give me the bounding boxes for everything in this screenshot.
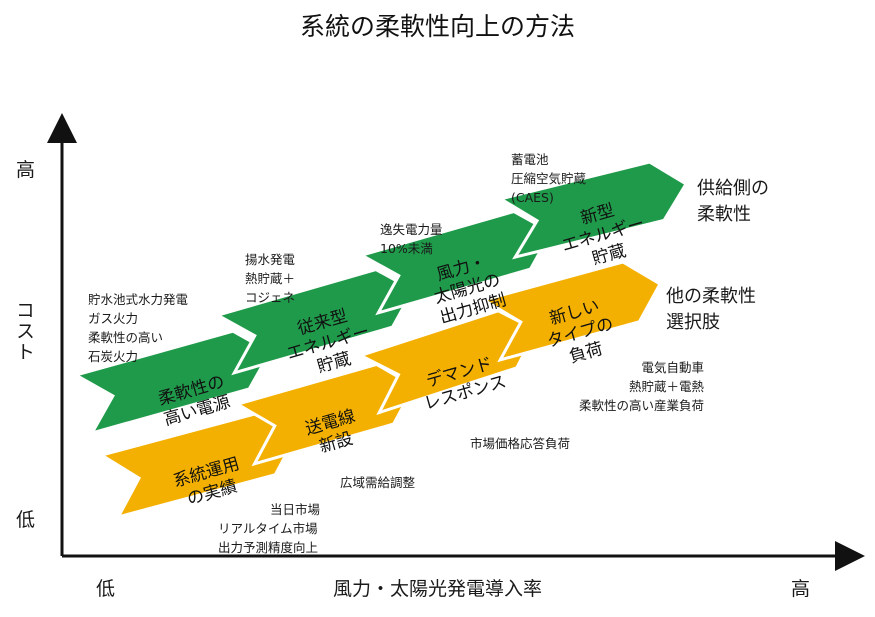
note-transmission: 広域需給調整 <box>340 475 416 490</box>
note-demand-response: 市場価格応答負荷 <box>470 436 571 451</box>
note-flexible-power: 貯水池式水力発電 ガス火力 柔軟性の高い 石炭火力 <box>88 292 189 364</box>
other-flexibility-arrows <box>97 260 663 520</box>
x-high-label: 高 <box>791 578 811 600</box>
note-grid-operation: 当日市場 リアルタイム市場 出力予測精度向上 <box>218 502 321 555</box>
chevron-conventional-storage <box>213 267 416 376</box>
note-new-loads: 電気自動車 熱貯蔵＋電熱 柔軟性の高い産業負荷 <box>578 360 704 413</box>
x-low-label: 低 <box>96 578 116 600</box>
chevron-flexible-power <box>72 329 273 436</box>
chevron-new-loads <box>479 260 663 363</box>
note-conventional-storage: 揚水発電 熱貯蔵＋ コジェネ <box>245 252 296 305</box>
supply-row-label: 供給側の 柔軟性 <box>697 178 769 225</box>
note-curtailment: 逸失電力量 10%未満 <box>380 222 443 256</box>
label-flexible-power: 柔軟性の高い電源 <box>156 372 233 430</box>
diagram-title: 系統の柔軟性向上の方法 <box>299 12 575 41</box>
y-axis-label: コスト <box>13 300 35 363</box>
chevron-curtailment <box>357 209 554 316</box>
chevron-demand-response <box>356 309 539 416</box>
note-new-storage: 蓄電池 圧縮空気貯蔵 (CAES) <box>511 152 587 205</box>
y-low-label: 低 <box>16 509 36 531</box>
x-axis-label: 風力・太陽光発電導入率 <box>333 578 543 600</box>
chevron-new-storage <box>496 160 689 260</box>
y-high-label: 高 <box>16 159 36 181</box>
other-row-label: 他の柔軟性 選択肢 <box>666 286 756 333</box>
supply-flexibility-arrows <box>72 160 689 436</box>
